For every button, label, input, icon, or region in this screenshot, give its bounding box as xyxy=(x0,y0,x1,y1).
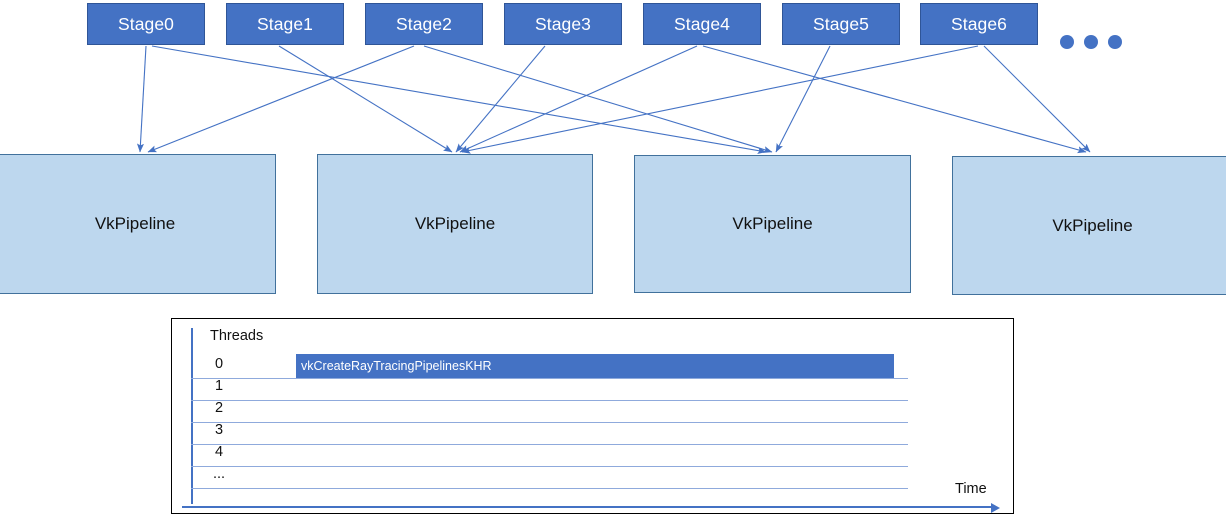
thread-row-line-4 xyxy=(191,466,908,468)
vkpipeline-box-label: VkPipeline xyxy=(732,214,813,233)
vkpipeline-box-2[interactable]: VkPipeline xyxy=(634,155,911,293)
stage-to-pipeline-arrow-10 xyxy=(983,45,1091,153)
stage-box-3[interactable]: Stage3 xyxy=(504,3,622,45)
thread-row-line-2 xyxy=(191,422,908,424)
vkpipeline-box-label: VkPipeline xyxy=(1052,215,1133,235)
thread-row-line-0 xyxy=(191,378,908,380)
stage-to-pipeline-arrow-3 xyxy=(147,45,415,153)
stage-box-1[interactable]: Stage1 xyxy=(226,3,344,45)
stage-to-pipeline-arrow-7 xyxy=(702,45,1087,154)
stage-box-label: Stage4 xyxy=(673,13,731,34)
vkpipeline-box-label: VkPipeline xyxy=(94,214,176,233)
thread-row-line-1 xyxy=(191,400,908,402)
ellipsis-dot xyxy=(1084,35,1098,49)
vkpipeline-box-0[interactable]: VkPipeline xyxy=(0,154,276,294)
stage-box-5[interactable]: Stage5 xyxy=(782,3,900,45)
stage-box-label: Stage0 xyxy=(117,13,175,34)
stage-to-pipeline-arrow-1 xyxy=(151,45,767,155)
timeline-horizontal-axis xyxy=(182,506,993,508)
stage-box-2[interactable]: Stage2 xyxy=(365,3,483,45)
time-arrow-icon xyxy=(991,503,1000,513)
stage-box-label: Stage2 xyxy=(395,13,453,34)
timeline-bar-label: vkCreateRayTracingPipelinesKHR xyxy=(301,359,492,373)
stage-to-pipeline-arrow-9 xyxy=(461,45,979,154)
stage-box-label: Stage6 xyxy=(950,13,1008,34)
stage-to-pipeline-arrow-5 xyxy=(455,45,546,153)
stage-to-pipeline-arrow-4 xyxy=(423,45,773,153)
stage-to-pipeline-arrow-2 xyxy=(278,45,453,153)
thread-row-label-2: 2 xyxy=(214,400,224,416)
thread-row-label-4: 4 xyxy=(214,444,224,460)
thread-timeline-panel: Threads 0 1 2 3 4... vkCreateRayTracingPipel… xyxy=(171,318,1014,514)
timeline-bar-0[interactable]: vkCreateRayTracingPipelinesKHR xyxy=(296,354,894,378)
stage-box-label: Stage5 xyxy=(812,13,870,34)
vkpipeline-box-3[interactable]: VkPipeline xyxy=(952,156,1226,295)
stage-to-pipeline-arrow-0 xyxy=(136,45,147,153)
vkpipeline-box-1[interactable]: VkPipeline xyxy=(317,154,593,294)
stage-box-0[interactable]: Stage0 xyxy=(87,3,205,45)
thread-row-label-more: ... xyxy=(212,466,226,482)
thread-row-line-5 xyxy=(191,488,908,490)
more-stages-ellipsis-icon xyxy=(1060,35,1122,49)
ellipsis-dot xyxy=(1108,35,1122,49)
thread-row-label-3: 3 xyxy=(214,422,224,438)
stage-box-6[interactable]: Stage6 xyxy=(920,3,1038,45)
threads-axis-label: Threads xyxy=(210,328,264,344)
ellipsis-dot xyxy=(1060,35,1074,49)
stage-to-pipeline-arrow-6 xyxy=(459,45,698,153)
thread-row-label-1: 1 xyxy=(214,378,224,394)
time-axis-label: Time xyxy=(955,481,987,497)
vkpipeline-box-label: VkPipeline xyxy=(414,214,496,233)
stage-box-label: Stage1 xyxy=(256,13,314,34)
stage-box-4[interactable]: Stage4 xyxy=(643,3,761,45)
thread-row-label-0: 0 xyxy=(214,356,224,372)
stage-to-pipeline-arrow-8 xyxy=(775,45,831,153)
thread-row-line-3 xyxy=(191,444,908,446)
stage-box-label: Stage3 xyxy=(534,13,592,34)
timeline-vertical-axis xyxy=(191,328,193,504)
